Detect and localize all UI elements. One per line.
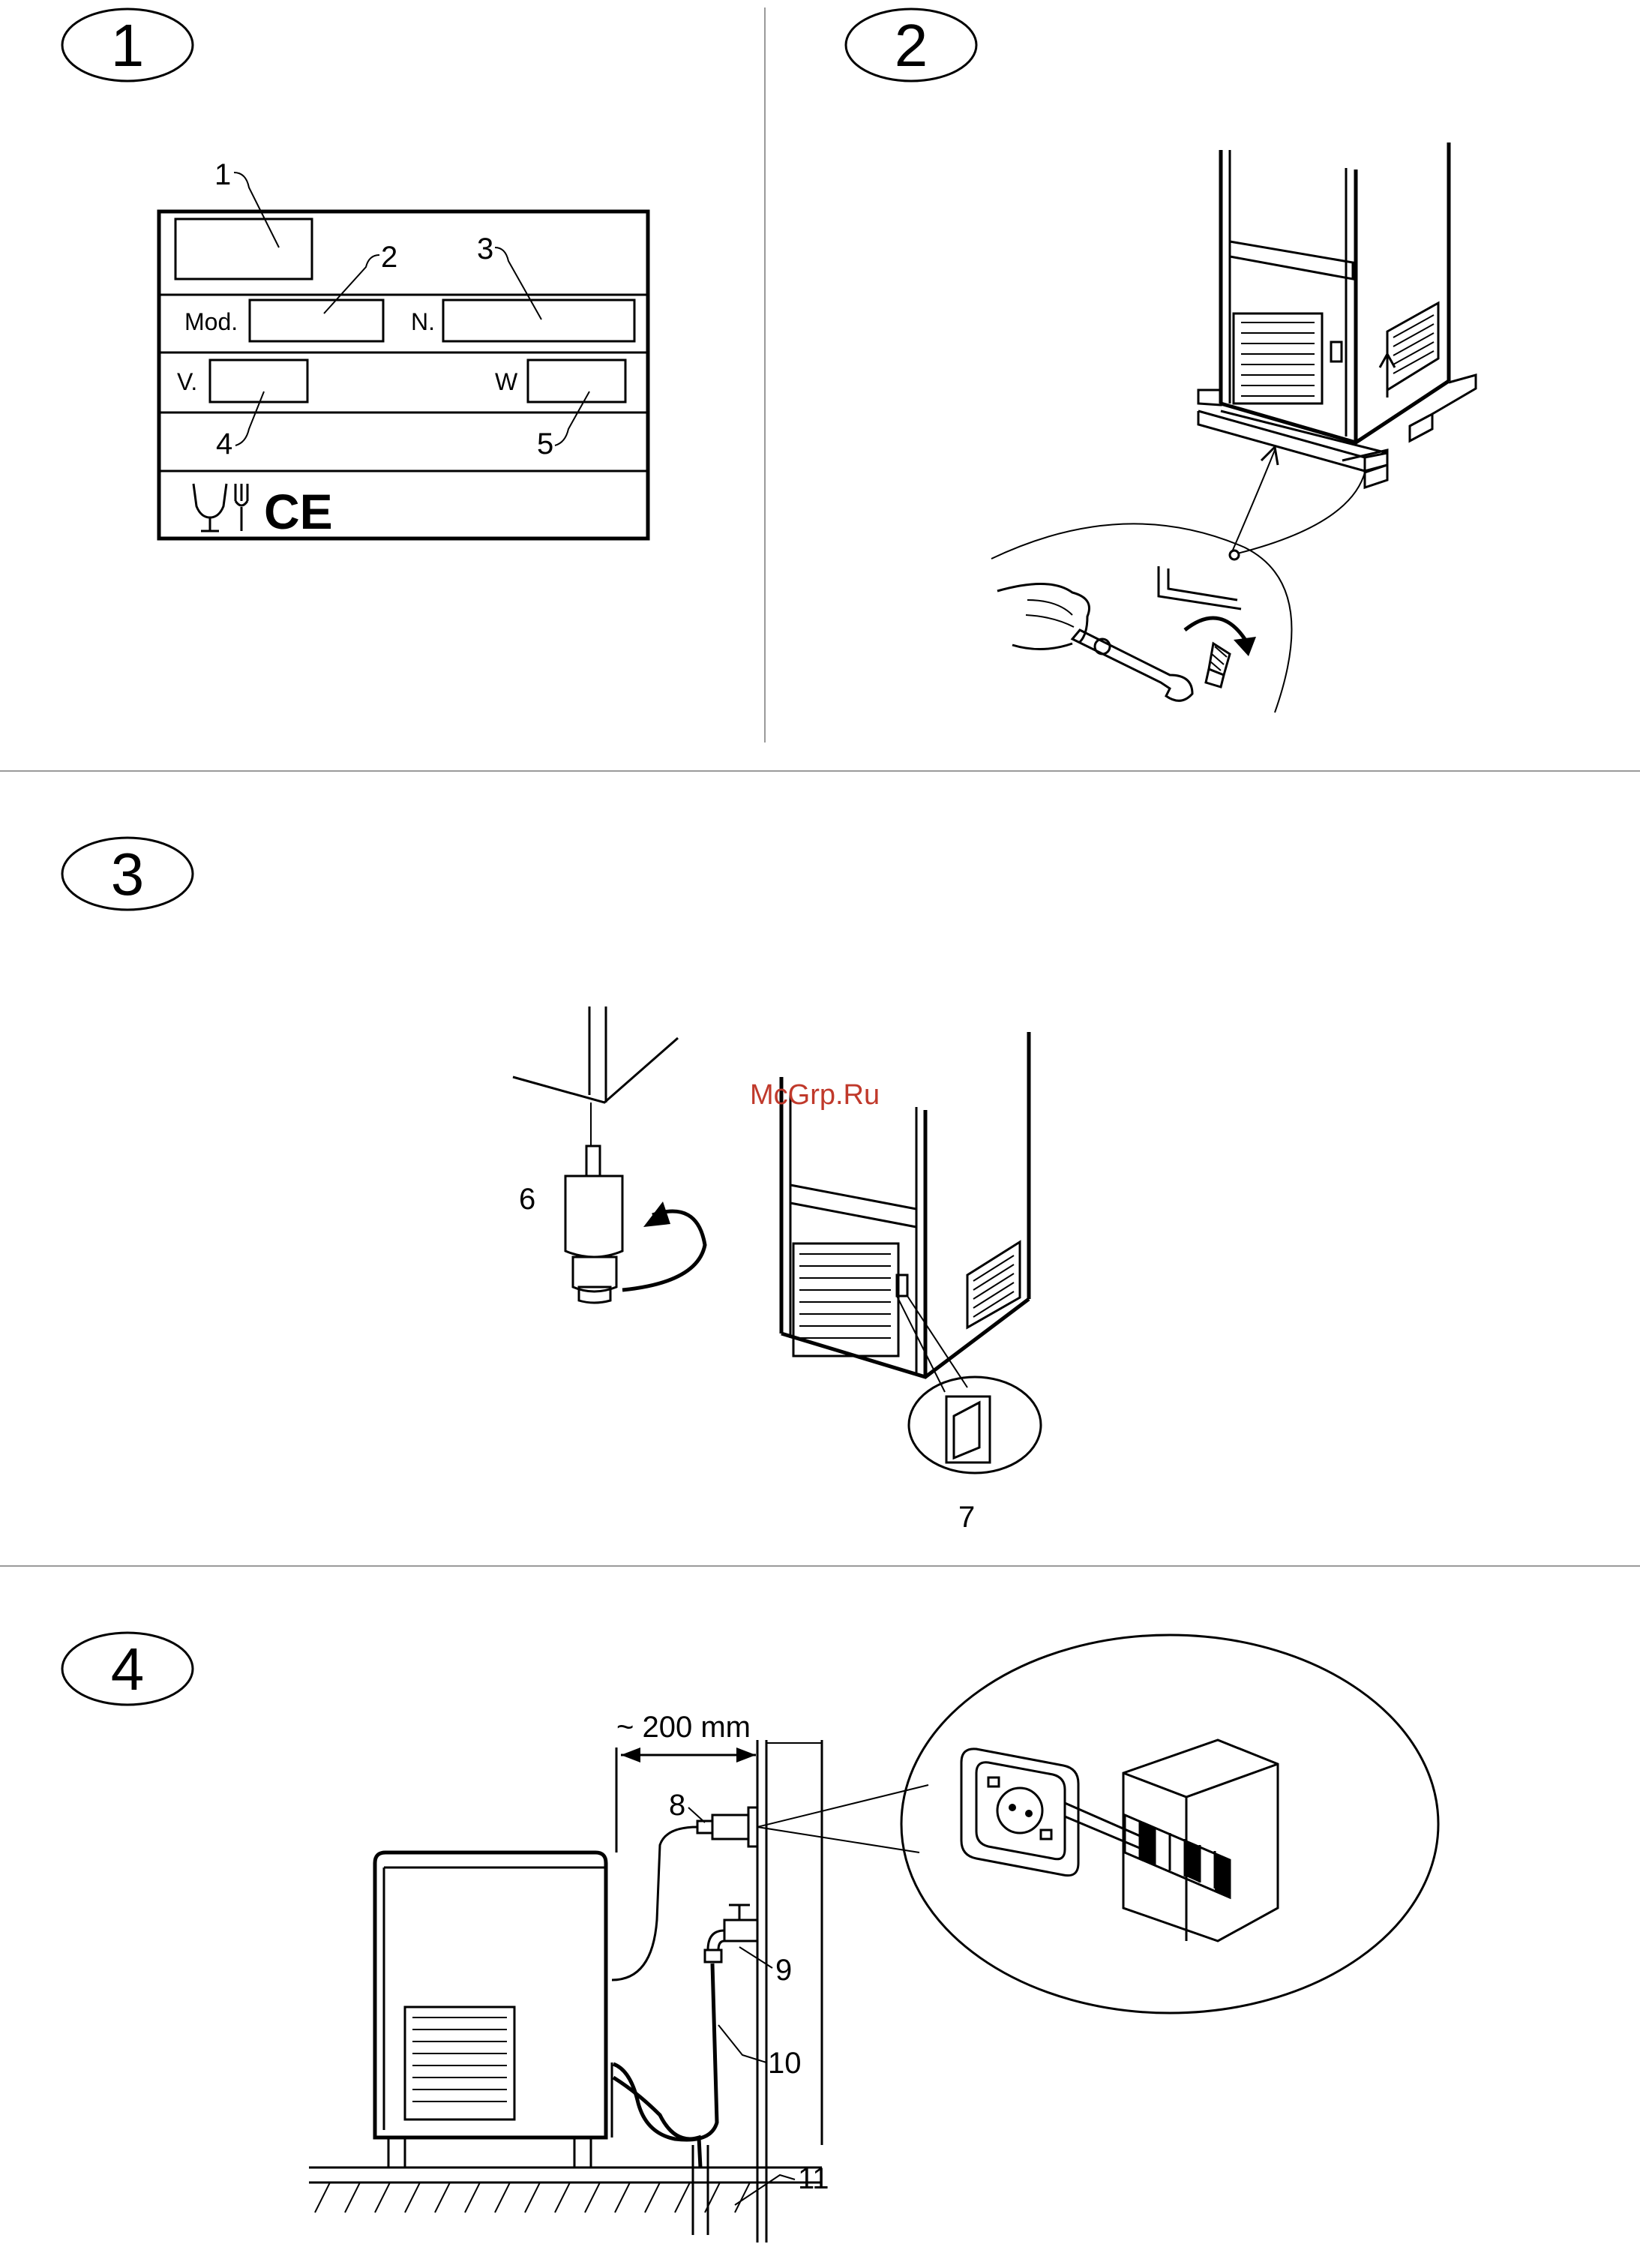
watt-field-box bbox=[528, 360, 625, 402]
callout-10: 10 bbox=[768, 2047, 802, 2080]
n-label: N. bbox=[411, 308, 435, 335]
food-safe-glass-fork-icon bbox=[193, 484, 247, 531]
w-label: W bbox=[495, 368, 518, 395]
callout-5: 5 bbox=[537, 428, 553, 460]
adjustable-foot-detail: 6 bbox=[513, 1006, 705, 1303]
step-badge-2: 2 bbox=[846, 9, 976, 81]
step-number-4: 4 bbox=[111, 1636, 145, 1702]
callout-1: 1 bbox=[214, 158, 231, 191]
ice-machine bbox=[375, 1852, 612, 2168]
step-badge-3: 3 bbox=[62, 838, 193, 910]
socket-icon bbox=[961, 1749, 1078, 1876]
drain-hose bbox=[613, 2078, 700, 2168]
callout-3: 3 bbox=[477, 232, 493, 266]
callout-4: 4 bbox=[216, 428, 232, 460]
step-badge-1: 1 bbox=[62, 9, 193, 81]
unit-on-pallet bbox=[1198, 142, 1476, 488]
callout-9: 9 bbox=[775, 1954, 792, 1987]
wrench-icon bbox=[1072, 630, 1192, 700]
inlet-hose bbox=[613, 1964, 717, 2140]
callout-11: 11 bbox=[798, 2162, 829, 2195]
power-cord bbox=[612, 1808, 757, 1980]
step-number-1: 1 bbox=[111, 12, 145, 79]
socket-plug-detail bbox=[901, 1635, 1438, 2013]
model-field-box bbox=[250, 300, 383, 341]
step-number-2: 2 bbox=[895, 12, 928, 79]
callout-2: 2 bbox=[381, 241, 397, 274]
callout-8: 8 bbox=[669, 1789, 685, 1822]
serial-field-box bbox=[443, 300, 634, 341]
plug-icon bbox=[1065, 1803, 1230, 1898]
power-switch-icon bbox=[909, 1377, 1041, 1473]
step-badge-4: 4 bbox=[62, 1633, 193, 1705]
step-number-3: 3 bbox=[111, 841, 145, 908]
callout-6: 6 bbox=[519, 1183, 535, 1216]
dimension-line bbox=[616, 1748, 756, 1852]
detail-bubble-bolt-removal bbox=[991, 524, 1292, 712]
v-label: V. bbox=[177, 368, 197, 395]
floor bbox=[309, 2168, 822, 2212]
front-grille bbox=[799, 1254, 891, 1338]
front-grille bbox=[1241, 322, 1315, 396]
dimension-label: ~ 200 mm bbox=[616, 1711, 751, 1744]
watermark: McGrp.Ru bbox=[750, 1079, 880, 1111]
bolt-icon bbox=[1206, 644, 1230, 687]
rating-plate: Mod. N. V. W 1 2 3 4 5 CE bbox=[159, 158, 648, 539]
ce-mark-icon: CE bbox=[264, 484, 333, 539]
callout-7: 7 bbox=[958, 1501, 975, 1534]
voltage-field-box bbox=[210, 360, 307, 402]
mod-label: Mod. bbox=[184, 308, 238, 335]
field-box-1 bbox=[175, 219, 312, 279]
